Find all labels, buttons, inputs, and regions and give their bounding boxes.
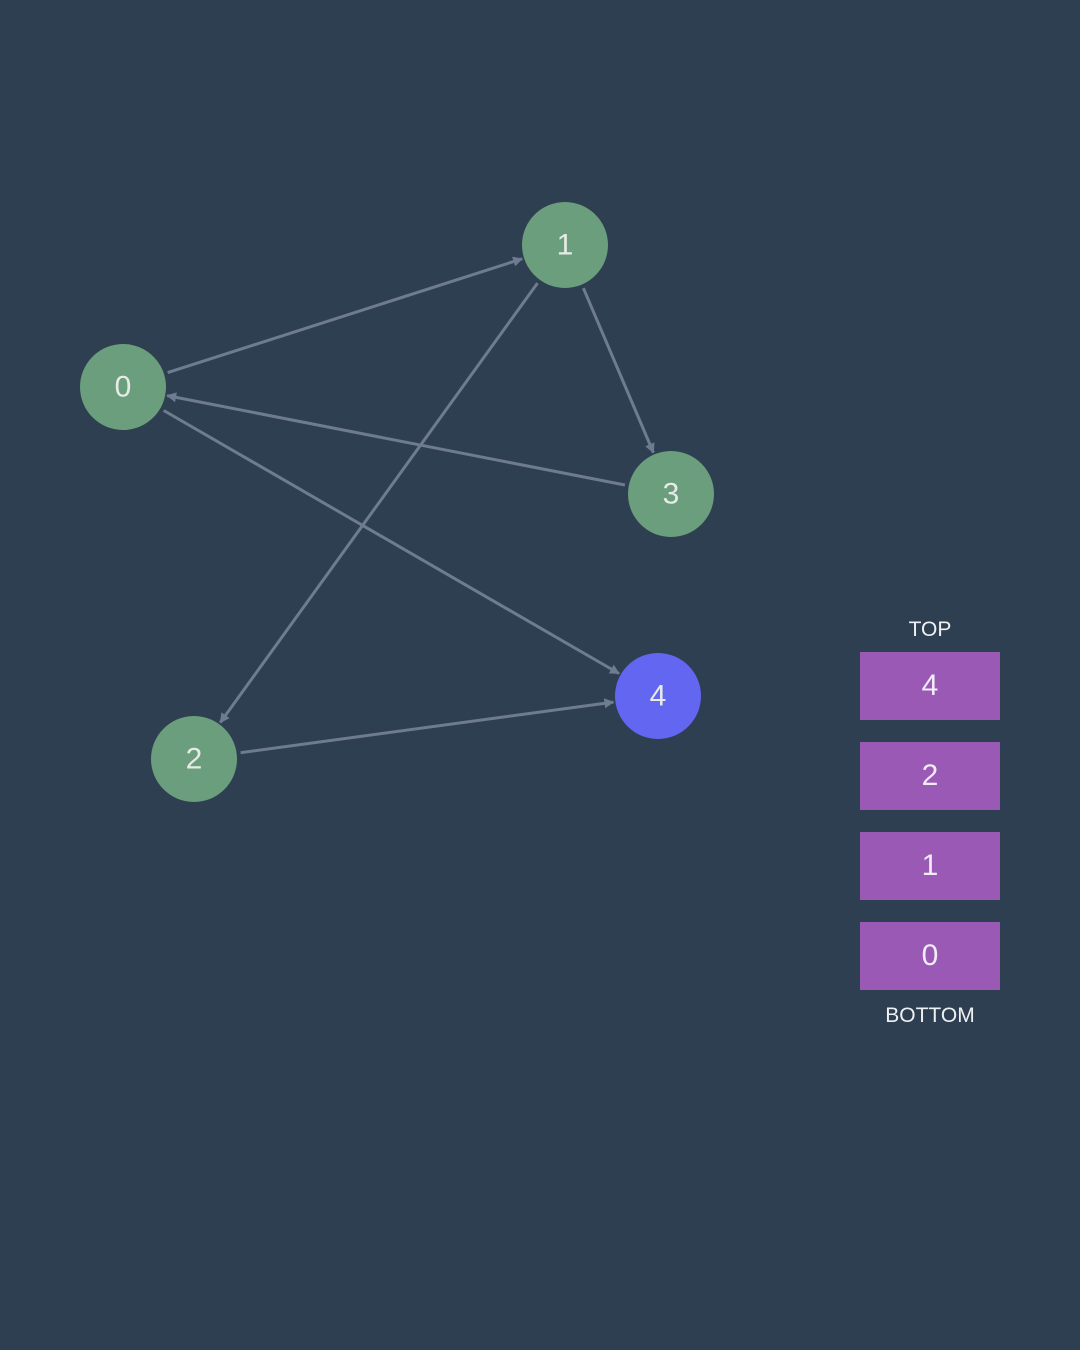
stack-item: 4 xyxy=(860,652,1000,720)
node-label: 3 xyxy=(663,478,680,511)
node-circle xyxy=(151,716,237,802)
graph-node-3: 3 xyxy=(628,451,714,537)
edge-1-to-3 xyxy=(582,287,655,454)
graph-node-2: 2 xyxy=(151,716,237,802)
stack-item: 0 xyxy=(860,922,1000,990)
node-circle xyxy=(522,202,608,288)
graph-node-4: 4 xyxy=(615,653,701,739)
stack-item: 2 xyxy=(860,742,1000,810)
edge-0-to-4 xyxy=(162,409,620,675)
stack-item: 1 xyxy=(860,832,1000,900)
edge-3-to-0 xyxy=(166,392,626,487)
node-circle xyxy=(615,653,701,739)
edge-1-to-2 xyxy=(219,282,539,724)
node-label: 4 xyxy=(650,680,667,713)
edges xyxy=(162,256,655,755)
stack-top-label: TOP xyxy=(908,618,952,641)
node-label: 1 xyxy=(557,229,574,262)
stack-bottom-label: BOTTOM xyxy=(885,1004,975,1027)
node-label: 0 xyxy=(115,371,132,404)
graph-node-1: 1 xyxy=(522,202,608,288)
edge-2-to-4 xyxy=(240,698,615,755)
node-label: 2 xyxy=(186,743,203,776)
nodes: 0 1 2 3 4 xyxy=(80,202,714,802)
node-circle xyxy=(628,451,714,537)
node-circle xyxy=(80,344,166,430)
graph-node-0: 0 xyxy=(80,344,166,430)
edge-0-to-1 xyxy=(167,256,524,375)
